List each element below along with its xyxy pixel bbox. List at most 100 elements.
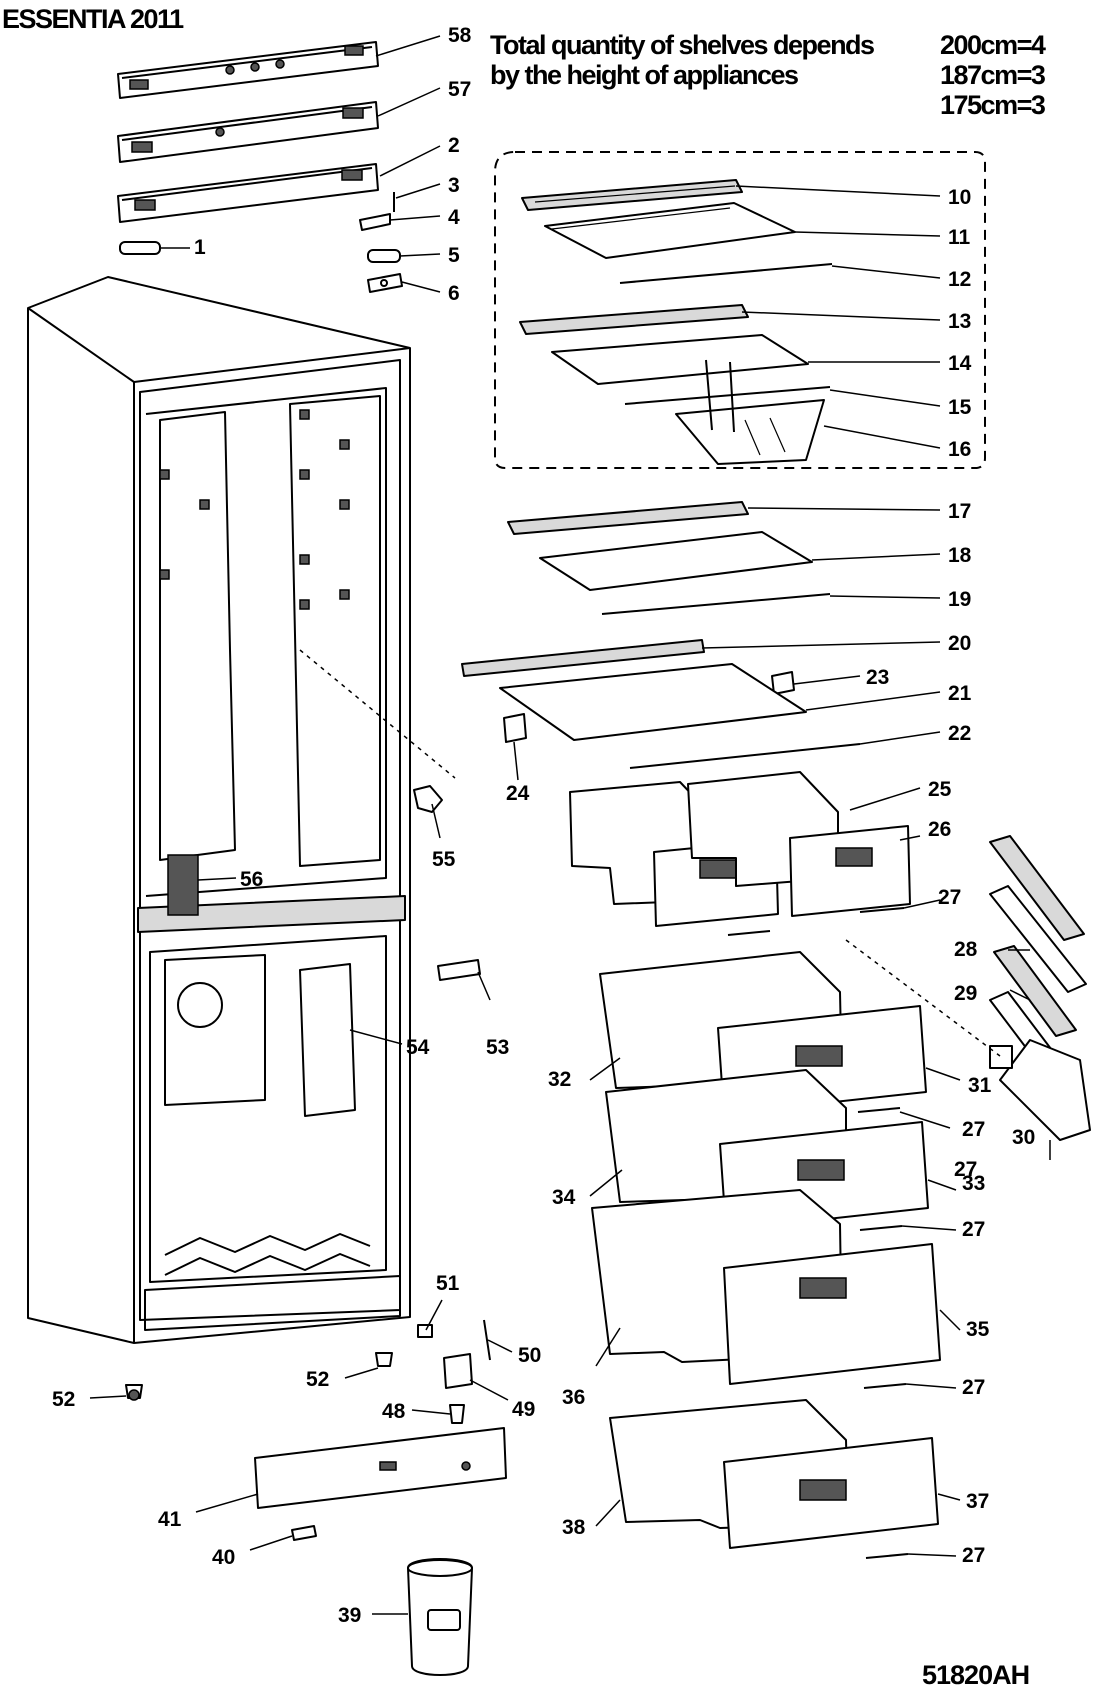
callout-18: 18 <box>948 544 972 567</box>
bracket-53 <box>437 959 481 981</box>
feet-52-right <box>375 1352 393 1367</box>
shelf-height-175: 175cm=3 <box>940 90 1046 120</box>
shelf-note: Total quantity of shelves depends by the… <box>490 30 875 90</box>
callout-6: 6 <box>448 282 460 305</box>
callout-13: 13 <box>948 310 971 333</box>
freezer-evaporator-coil <box>164 1233 371 1276</box>
callout-16: 16 <box>948 438 971 461</box>
callout-17: 17 <box>948 500 971 523</box>
callout-12: 12 <box>948 268 971 291</box>
small-part-1 <box>119 241 161 255</box>
rail-28 <box>989 835 1085 1037</box>
callout-20: 20 <box>948 632 971 655</box>
cabinet-body <box>27 276 411 1344</box>
top-trim-58 <box>117 41 379 99</box>
callout-22: 22 <box>948 722 971 745</box>
callout-55: 55 <box>432 848 456 871</box>
adjustable-foot-48 <box>449 1404 465 1424</box>
screw-51 <box>417 1324 433 1338</box>
feet-52-left <box>125 1384 143 1401</box>
callout-30: 30 <box>1012 1126 1035 1149</box>
callout-52-right: 52 <box>306 1368 329 1391</box>
callout-27-e: 27 <box>962 1376 985 1399</box>
glass-shelf-14 <box>551 334 809 385</box>
callout-27-d: 27 <box>962 1218 985 1241</box>
callout-15: 15 <box>948 396 972 419</box>
callout-36: 36 <box>562 1386 585 1409</box>
cover-strip-22 <box>629 743 861 769</box>
callout-28: 28 <box>954 938 978 961</box>
callout-3: 3 <box>448 174 460 197</box>
glass-shelf-18 <box>539 531 813 591</box>
shelf-height-187: 187cm=3 <box>940 60 1046 90</box>
callout-21: 21 <box>948 682 972 705</box>
bracket-30 <box>989 1039 1091 1141</box>
callout-38: 38 <box>562 1516 586 1539</box>
handle-27-a <box>727 907 905 936</box>
diagram-title: ESSENTIA 2011 <box>2 4 184 34</box>
callout-52-left: 52 <box>52 1388 75 1411</box>
small-part-4 <box>359 213 391 231</box>
shelf-trim-17 <box>507 501 749 535</box>
shelf-strip-19 <box>601 593 831 615</box>
callout-29: 29 <box>954 982 977 1005</box>
shelf-note-line-1: Total quantity of shelves depends <box>490 30 875 60</box>
callout-32: 32 <box>548 1068 571 1091</box>
callout-31: 31 <box>968 1074 992 1097</box>
callout-58-top: 58 <box>448 24 472 47</box>
freezer-drawer-35-36 <box>591 1189 941 1385</box>
callout-5: 5 <box>448 244 460 267</box>
reference-code: 51820AH <box>922 1660 1030 1690</box>
freezer-drawer-37-38 <box>609 1399 939 1549</box>
callout-35: 35 <box>966 1318 990 1341</box>
callout-33: 33 <box>962 1172 985 1195</box>
small-part-5 <box>367 249 401 263</box>
callout-53: 53 <box>486 1036 509 1059</box>
glass-shelf-11 <box>544 202 796 259</box>
small-part-6 <box>367 273 403 293</box>
callout-10: 10 <box>948 186 971 209</box>
clip-23 <box>771 671 795 695</box>
shelf-strip-12 <box>619 263 833 284</box>
callout-50: 50 <box>518 1344 541 1367</box>
cover-trim-20 <box>461 639 705 677</box>
cabinet-shelf-supports <box>159 409 350 610</box>
ventilation-grille-58 <box>167 854 199 916</box>
pin-50 <box>483 1319 491 1361</box>
callout-27-c: 27 <box>962 1118 985 1141</box>
callout-40: 40 <box>212 1546 235 1569</box>
callout-48: 48 <box>382 1400 406 1423</box>
callout-19: 19 <box>948 588 971 611</box>
thermostat-55 <box>413 785 443 813</box>
shelf-trim-10 <box>521 179 743 211</box>
freezer-fan-54 <box>164 954 356 1117</box>
callout-39: 39 <box>338 1604 361 1627</box>
callout-23: 23 <box>866 666 889 689</box>
callout-25: 25 <box>928 778 952 801</box>
callout-27-a: 27 <box>938 886 961 909</box>
top-trim-57 <box>117 101 379 163</box>
callout-56: 56 <box>240 868 263 891</box>
plinth-41 <box>254 1427 507 1509</box>
callout-49: 49 <box>512 1398 535 1421</box>
top-trim-2 <box>117 163 379 223</box>
callout-41: 41 <box>158 1508 182 1531</box>
callout-4: 4 <box>448 206 460 229</box>
container-39 <box>407 1558 473 1676</box>
shelf-height-200: 200cm=4 <box>940 30 1046 60</box>
shelf-trim-13 <box>519 304 749 335</box>
callout-24: 24 <box>506 782 530 805</box>
shelf-strip-15 <box>624 386 831 405</box>
callout-14: 14 <box>948 352 972 375</box>
clip-24 <box>503 713 527 743</box>
callout-labels: 58 57 2 3 4 5 6 1 10 11 12 13 14 15 16 1… <box>52 24 1035 1627</box>
callout-54: 54 <box>406 1036 430 1059</box>
shelf-note-line-2: by the height of appliances <box>490 60 799 90</box>
callout-51: 51 <box>436 1272 460 1295</box>
callout-1: 1 <box>194 236 206 259</box>
callout-34: 34 <box>552 1186 576 1209</box>
plinth-clip-40 <box>291 1525 317 1541</box>
bottle-holder-16 <box>675 359 825 465</box>
